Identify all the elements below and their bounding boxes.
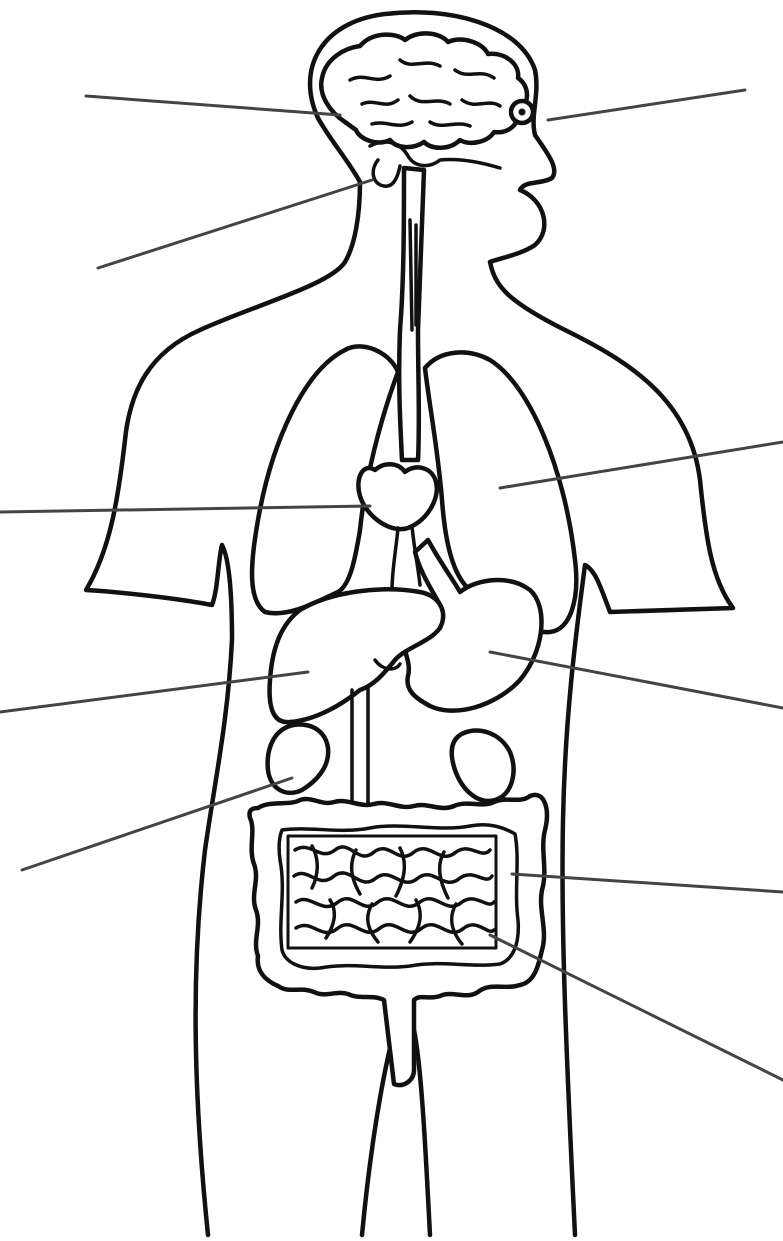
leader-line-brain [86, 96, 340, 115]
eye-pupil [519, 109, 526, 116]
descending-aorta [352, 686, 368, 810]
brain-outline [321, 33, 527, 147]
leader-line-stomach [490, 652, 783, 708]
heart [358, 464, 436, 529]
right-kidney [452, 730, 514, 800]
leader-line-throat [98, 180, 372, 268]
small-intestine [288, 836, 496, 948]
leader-line-small-intestine [490, 935, 783, 1080]
leader-line-liver [0, 672, 308, 712]
leader-line-large-intestine [512, 874, 783, 892]
leader-line-eye [548, 90, 745, 120]
